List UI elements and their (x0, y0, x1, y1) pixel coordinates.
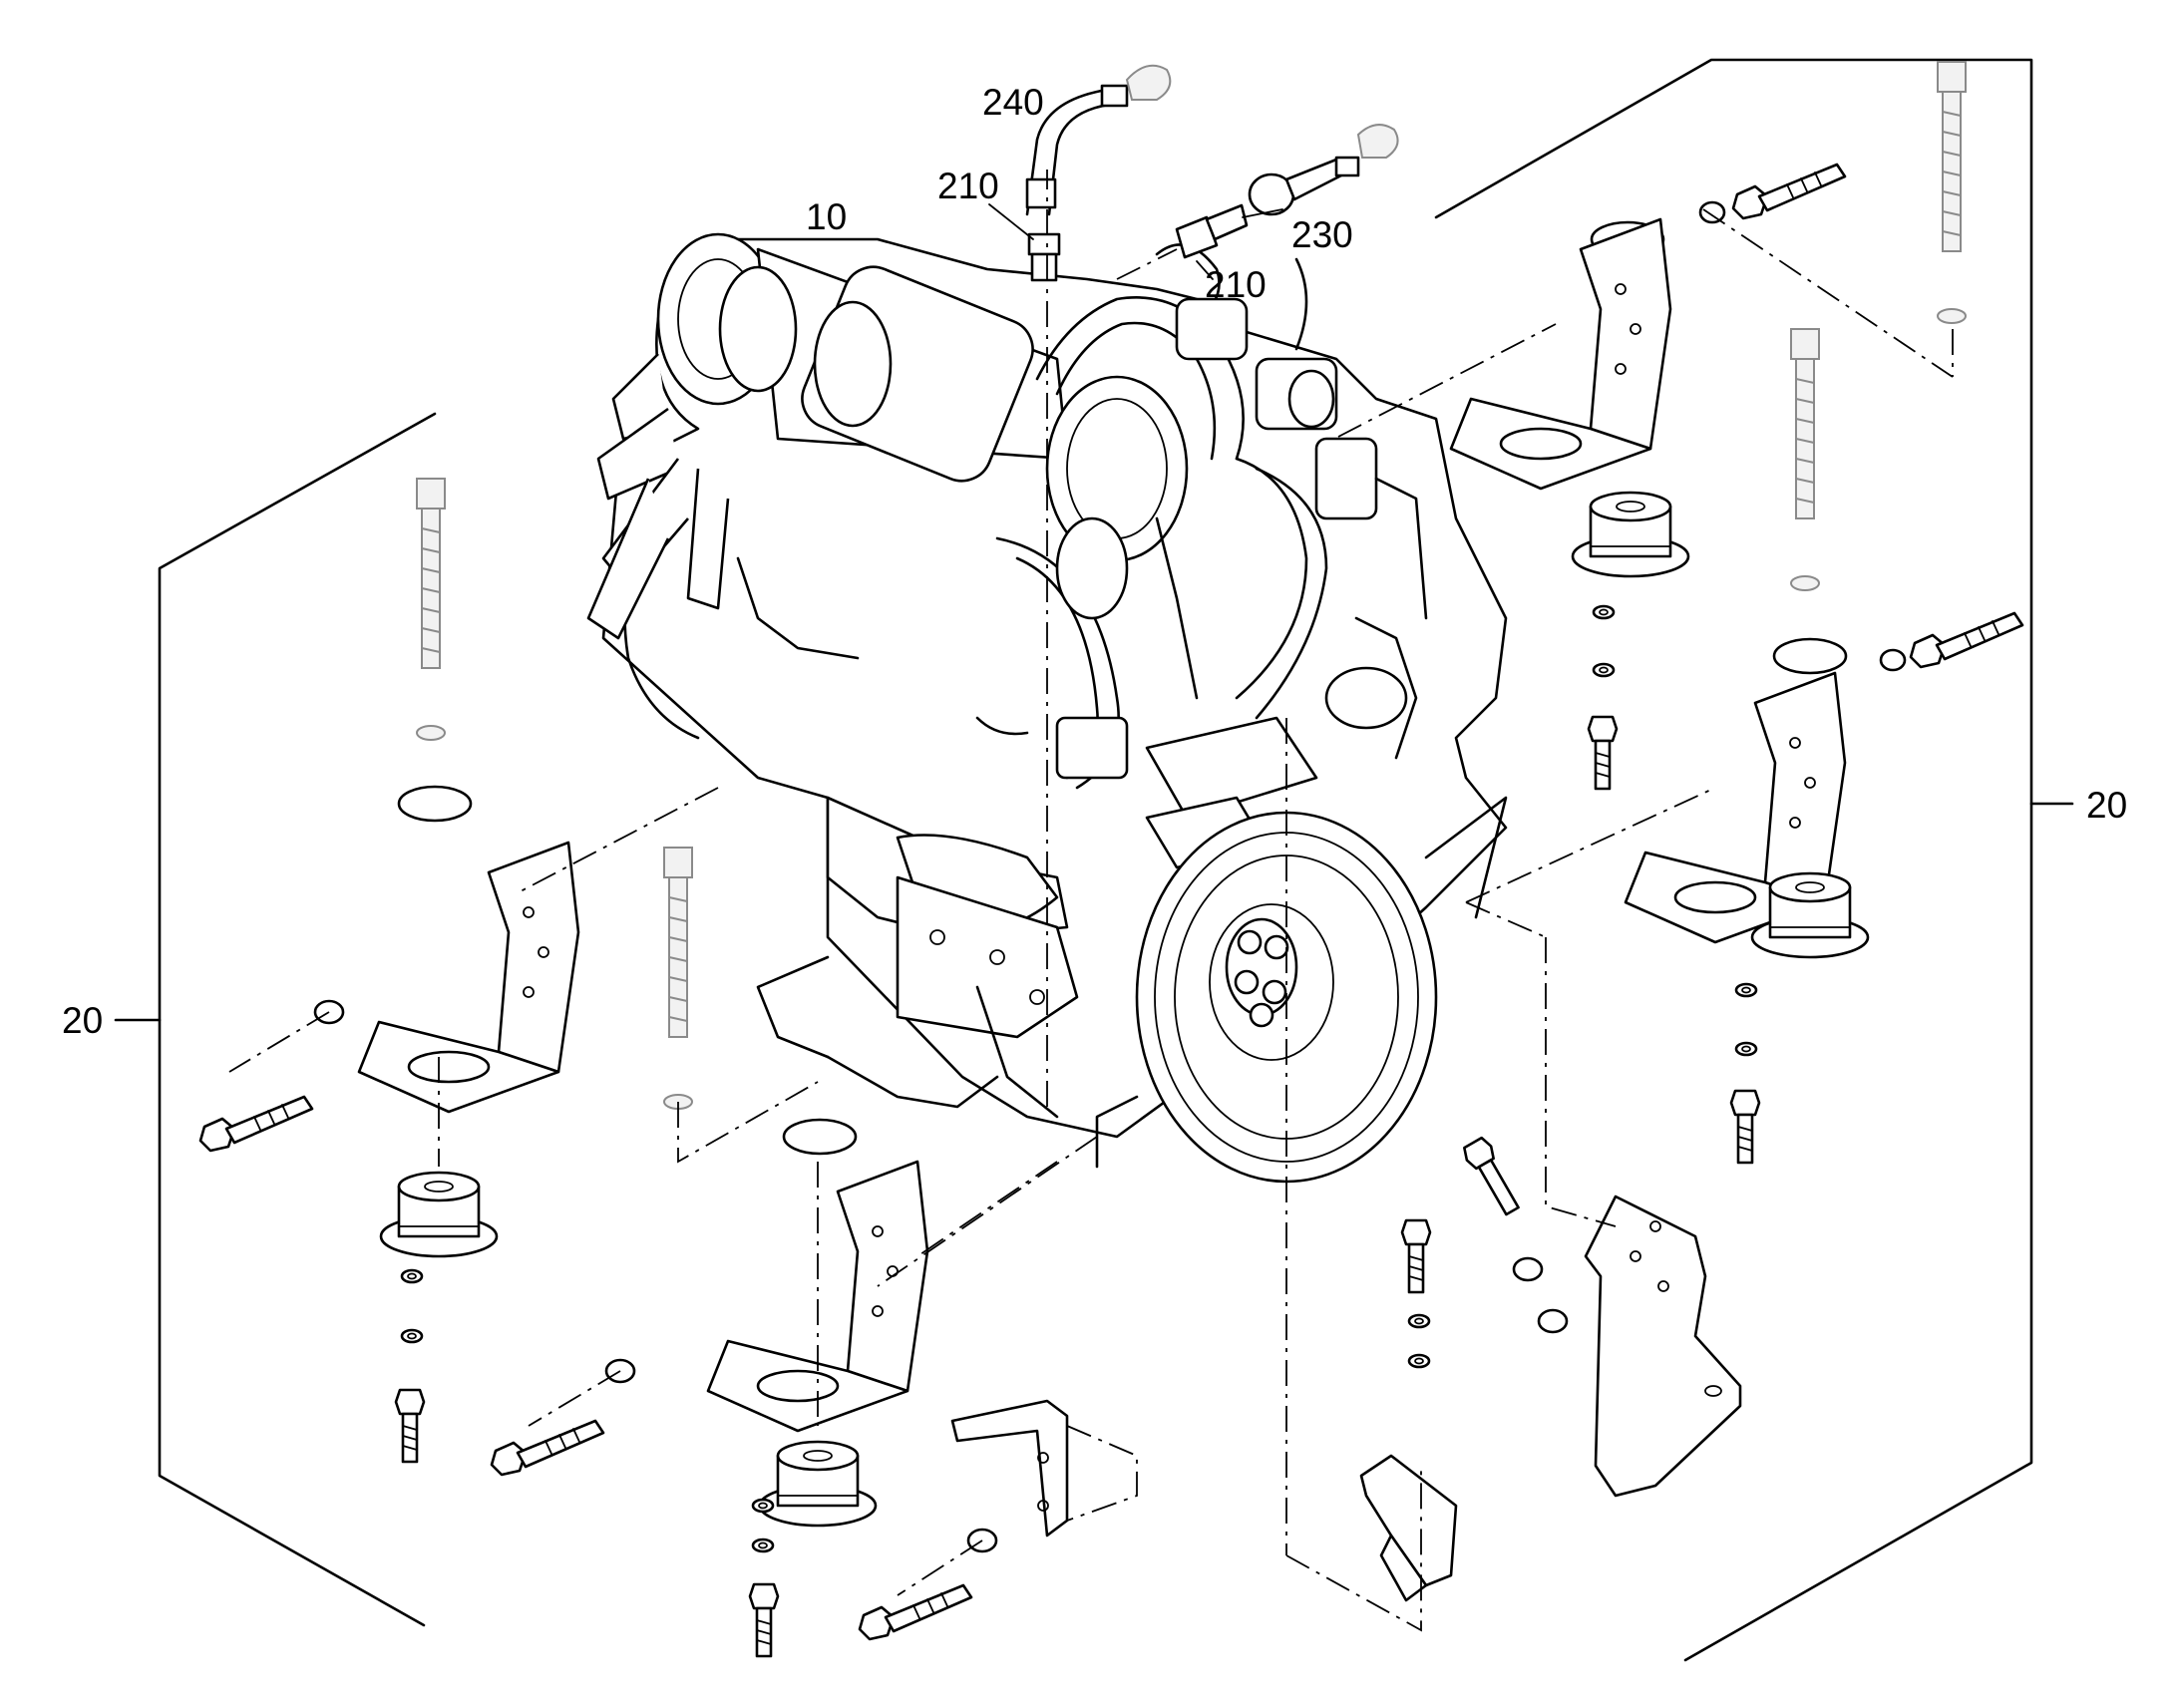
callout-hose: 240 (982, 82, 1044, 123)
washer-lower-middle-2 (1407, 1353, 1431, 1369)
centerline (1066, 1425, 1138, 1522)
bolt-side-left-bracket (858, 1583, 973, 1641)
hose-240 (1025, 84, 1129, 216)
callout-engine: 10 (806, 196, 847, 237)
centerline (897, 1539, 983, 1596)
hose-fitting-230 (1248, 156, 1360, 216)
centerline (1465, 901, 1547, 938)
bolt-side-right-upper (1731, 163, 1847, 220)
bolt-left-upper (394, 1388, 426, 1464)
washer-large-left-upper (397, 785, 473, 823)
centerline (677, 1081, 819, 1164)
stud-bolt-left-upper (416, 478, 446, 741)
washer-lower-right-1 (1512, 1256, 1544, 1282)
washer-large-right-lower (1772, 637, 1848, 675)
centerline (916, 1161, 1058, 1257)
bolt-lower-middle (1400, 1218, 1432, 1294)
mounting-bracket-left-lower (706, 1160, 929, 1433)
fitting-210-top (1027, 232, 1061, 282)
stud-bolt-right-upper (1937, 61, 1967, 324)
rubber-mount-right-lower (1750, 871, 1870, 959)
callout-hose-fitting: 230 (1291, 214, 1353, 255)
rubber-mount-right-upper (1571, 491, 1690, 578)
washer-right-lower-2 (1734, 1041, 1758, 1057)
callout-mounts-left: 20 (62, 1000, 103, 1041)
washer-large-left-lower (782, 1118, 858, 1156)
rubber-mount-left-lower (758, 1440, 878, 1528)
engine-assembly (586, 232, 1508, 1184)
washer-right-upper-2 (1592, 662, 1616, 678)
mounting-bracket-right-upper (1449, 217, 1672, 491)
washer-left-lower-2 (751, 1537, 775, 1553)
leader-210-mid (1196, 260, 1214, 280)
leader-210-top (988, 203, 1034, 240)
rubber-mount-left-upper (379, 1171, 499, 1258)
washer-left-upper-1 (400, 1268, 424, 1284)
mounting-bracket-left-upper (357, 841, 580, 1114)
bolt-right-upper (1587, 715, 1619, 791)
bolt-side-right-lower (1909, 611, 2024, 669)
washer-side-right-lower (1879, 648, 1907, 672)
centerline (1285, 1466, 1422, 1632)
centerline (1116, 248, 1178, 280)
centerline (528, 1370, 621, 1427)
callout-fitting-top: 210 (937, 166, 999, 206)
stud-bolt-left-lower (663, 847, 693, 1110)
small-bracket-left-lower (950, 1399, 1069, 1537)
hose-clamp-right (1356, 124, 1399, 159)
centerline (1337, 323, 1557, 438)
group-bracket-right (1434, 58, 2033, 1662)
washer-left-upper-2 (400, 1328, 424, 1344)
washer-lower-middle-1 (1407, 1313, 1431, 1329)
bracket-lower-right (1584, 1195, 1742, 1498)
leader-230 (1242, 208, 1283, 218)
bolt-lower-right (1463, 1136, 1520, 1216)
group-bracket-left (158, 412, 437, 1627)
bolt-side-left-lower (490, 1419, 605, 1477)
hose-clamp-top (1125, 64, 1172, 101)
centerline (1545, 937, 1617, 1227)
bolt-left-lower (748, 1582, 780, 1658)
callout-mounts-right: 20 (2086, 785, 2127, 826)
centerline (877, 1136, 1098, 1287)
washer-right-lower-1 (1734, 982, 1758, 998)
centerline (1702, 208, 1954, 378)
washer-left-lower-1 (751, 1498, 775, 1514)
centerline (228, 1011, 330, 1073)
callout-fitting-mid: 210 (1205, 264, 1267, 305)
bracket-lower-middle (1359, 1454, 1458, 1602)
washer-right-upper-1 (1592, 604, 1616, 620)
bolt-right-lower (1729, 1089, 1761, 1165)
fitting-210-mid (1175, 203, 1249, 259)
washer-lower-right-2 (1537, 1308, 1569, 1334)
stud-bolt-right-middle (1790, 328, 1820, 591)
washer-side-right-upper (1698, 200, 1726, 224)
centerline (518, 787, 719, 893)
bolt-side-left-upper (198, 1095, 314, 1153)
